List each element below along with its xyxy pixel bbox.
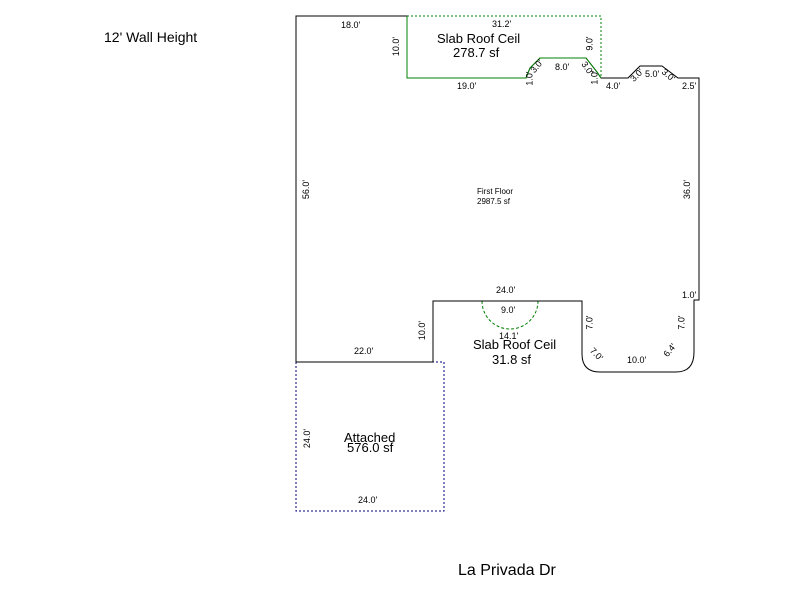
slab-bottom-area: 31.8 sf: [492, 352, 532, 367]
dim-top-31-2: 31.2': [492, 19, 512, 29]
dim-att-24-left: 24.0': [302, 428, 313, 449]
dim-seg-8: 8.0': [555, 62, 570, 72]
dim-right-36: 36.0': [682, 179, 693, 200]
slab-top-green-edge: [406, 16, 602, 79]
dim-bottom-22: 22.0': [354, 346, 374, 356]
dim-r-10: 10.0': [627, 355, 647, 365]
slab-bottom-dotted-arc: [481, 300, 539, 330]
dim-top-18: 18.0': [341, 20, 361, 30]
dim-att-24-bottom: 24.0': [358, 495, 378, 505]
attached-name: Attached: [344, 430, 396, 445]
slab-top-area: 278.7 sf: [453, 45, 500, 60]
dim-left-10-top: 10.0': [391, 36, 402, 57]
dim-left-10-mid: 10.0': [417, 320, 428, 341]
dim-r-7c: 7.0': [676, 315, 687, 330]
dim-r-7a: 7.0': [584, 315, 595, 330]
dim-bot-19: 19.0': [457, 81, 477, 91]
first-floor-area: 2987.5 sf: [477, 197, 510, 206]
first-floor-name: First Floor: [477, 187, 513, 196]
dim-mid-24: 24.0': [496, 285, 516, 295]
dim-arc-14-1: 14.1': [499, 331, 519, 341]
dim-seg-4: 4.0': [606, 81, 621, 91]
dim-seg-1b: 1.0': [589, 70, 600, 85]
dim-arc-9: 9.0': [501, 305, 516, 315]
attached-area: 576.0 sf: [347, 440, 394, 455]
dim-seg-1: 1.0': [524, 71, 535, 86]
wall-height-label: 12' Wall Height: [104, 29, 198, 45]
dim-bay-5: 5.0': [645, 69, 660, 79]
street-label: La Privada Dr: [458, 562, 556, 579]
dim-right-1-0: 1.0': [682, 290, 697, 300]
dim-seg-2-5: 2.5': [682, 81, 697, 91]
slab-top-name: Slab Roof Ceil: [437, 31, 521, 46]
dim-right-9-top: 9.0': [584, 36, 595, 51]
slab-bottom-name: Slab Roof Ceil: [473, 337, 557, 352]
slab-top-dotted-outline: [407, 15, 602, 78]
dim-left-56: 56.0': [301, 179, 312, 200]
